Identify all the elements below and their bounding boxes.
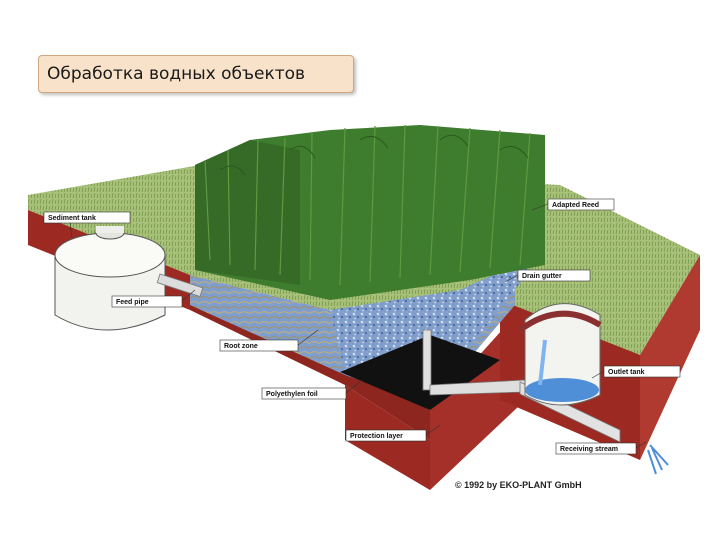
label-receiving-stream: Receiving stream bbox=[555, 441, 647, 455]
outlet-tank bbox=[518, 303, 602, 406]
svg-text:Root zone: Root zone bbox=[224, 343, 258, 350]
svg-text:Polyethylen foil: Polyethylen foil bbox=[266, 391, 318, 398]
slide-title: Обработка водных объектов bbox=[38, 55, 354, 93]
label-adapted-reed: Adapted Reed bbox=[531, 198, 615, 211]
label-polyethylene-foil: Polyethylen foil bbox=[261, 379, 363, 400]
label-drain-gutter: Drain gutter bbox=[504, 269, 591, 283]
svg-text:Protection layer: Protection layer bbox=[350, 433, 403, 440]
svg-text:Feed pipe: Feed pipe bbox=[116, 299, 149, 306]
copyright-text: © 1992 by EKO-PLANT GmbH bbox=[455, 480, 582, 490]
label-feed-pipe: Feed pipe bbox=[111, 289, 196, 308]
svg-text:Receiving stream: Receiving stream bbox=[560, 446, 618, 453]
label-outlet-tank: Outlet tank bbox=[591, 365, 681, 379]
label-sediment-tank: Sediment tank bbox=[43, 211, 131, 239]
svg-text:Adapted Reed: Adapted Reed bbox=[552, 202, 599, 209]
polyethylene-liner bbox=[340, 335, 500, 410]
sediment-tank bbox=[54, 226, 166, 331]
label-root-zone: Root zone bbox=[219, 329, 319, 352]
receiving-stream-outflow bbox=[647, 444, 669, 475]
svg-text:Outlet tank: Outlet tank bbox=[608, 369, 645, 376]
label-protection-layer: Protection layer bbox=[345, 424, 441, 442]
feed-pipe bbox=[156, 273, 204, 297]
svg-text:Sediment tank: Sediment tank bbox=[48, 215, 96, 222]
reed-mass bbox=[195, 124, 545, 300]
svg-text:Drain gutter: Drain gutter bbox=[522, 273, 562, 280]
